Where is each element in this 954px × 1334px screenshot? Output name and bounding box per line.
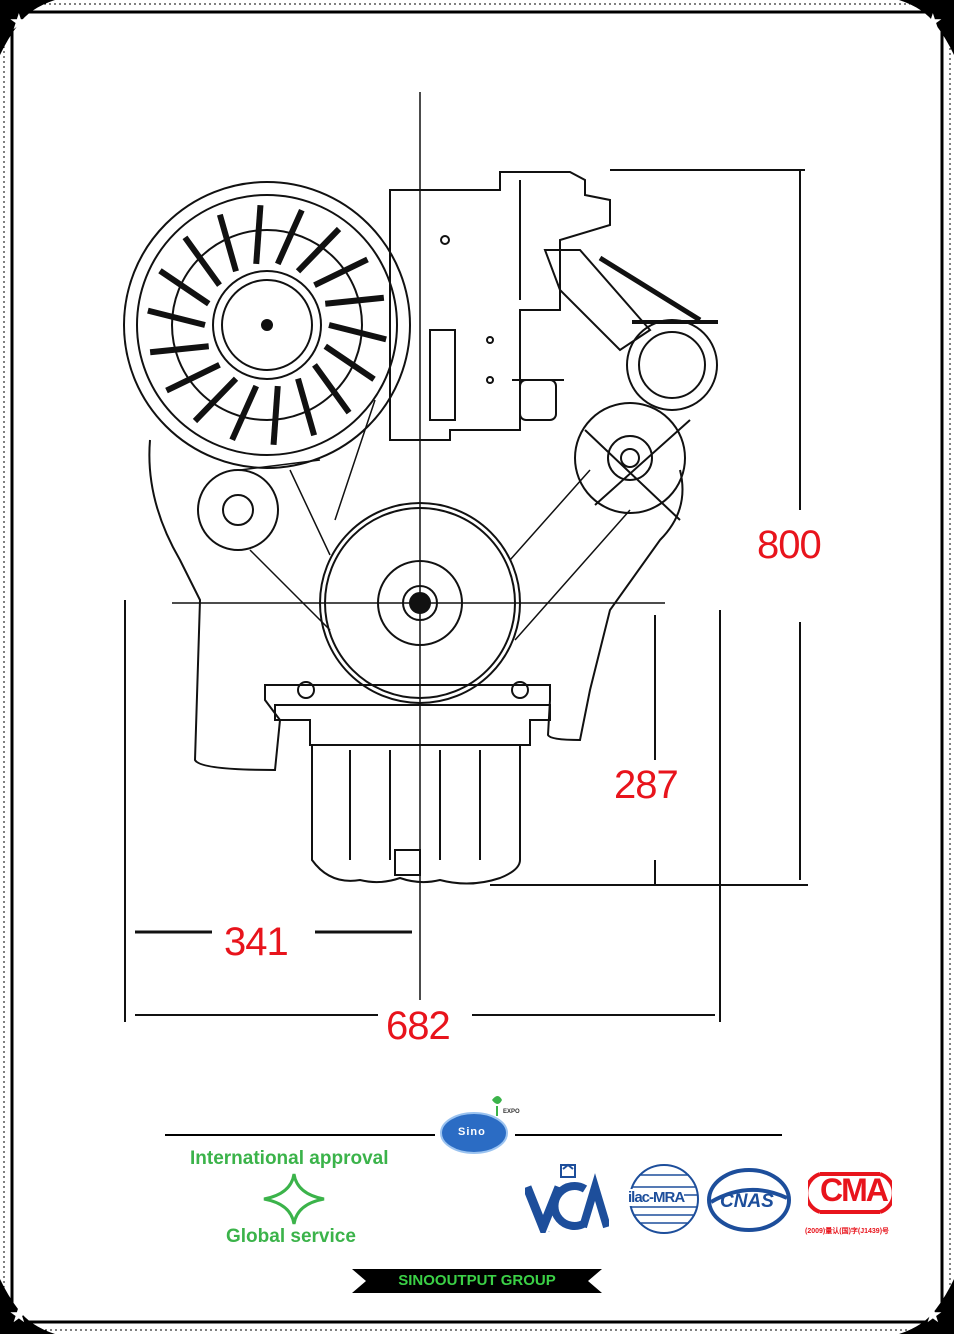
- expo-logo-label: EXPO: [503, 1109, 520, 1115]
- svg-text:★: ★: [9, 10, 29, 35]
- fan-blade: [312, 363, 352, 415]
- dimension-sump-height-label: 287: [614, 763, 679, 807]
- svg-text:★: ★: [923, 10, 943, 35]
- fan-blade: [149, 343, 210, 356]
- ilac-mra-logo-label: ilac-MRA: [628, 1189, 685, 1206]
- fan-blade: [295, 377, 318, 437]
- tagline-global-service: Global service: [226, 1226, 356, 1247]
- fan-blade: [147, 307, 206, 328]
- fan-blade: [313, 256, 369, 288]
- cooling-fan: [123, 181, 411, 469]
- group-name: SINOOUTPUT GROUP: [398, 1272, 556, 1289]
- crankshaft-pulley: [319, 502, 521, 704]
- tagline-international-approval: International approval: [190, 1148, 389, 1169]
- cma-logo: [808, 1172, 892, 1214]
- fan-blade: [192, 376, 239, 424]
- corner-star-icon: ★: [0, 1279, 55, 1334]
- fan-blade: [253, 204, 264, 265]
- fan-blade: [216, 213, 239, 273]
- fan-blade: [275, 208, 305, 266]
- corner-star-icon: ★: [899, 1279, 954, 1334]
- sparkle-icon: [263, 1173, 325, 1225]
- vca-logo-label: VCA: [548, 1232, 551, 1233]
- dimension-half-width-label: 341: [224, 920, 289, 964]
- cma-caption: (2009)量认(国)字(J1439)号: [805, 1228, 890, 1235]
- svg-text:★: ★: [923, 1303, 943, 1328]
- fan-blade: [323, 343, 376, 382]
- svg-text:★: ★: [9, 1303, 29, 1328]
- cnas-logo-label: CNAS: [720, 1191, 774, 1212]
- cnas-logo: [707, 1168, 791, 1232]
- fan-blade: [324, 294, 385, 307]
- vca-logo: [525, 1163, 609, 1233]
- corner-star-icon: ★: [0, 0, 55, 55]
- dimension-height-label: 800: [757, 523, 822, 567]
- corner-star-icon: ★: [899, 0, 954, 55]
- sino-logo-label: Sino: [458, 1126, 486, 1138]
- fan-blade: [295, 226, 342, 274]
- fan-blade: [229, 384, 259, 442]
- fan-blade: [328, 322, 387, 343]
- group-banner: SINOOUTPUT GROUP: [352, 1269, 602, 1293]
- sino-logo: [441, 1113, 507, 1153]
- cma-logo-label: CMA: [820, 1172, 889, 1208]
- fan-blade: [270, 385, 281, 446]
- fan-blade: [165, 362, 221, 394]
- dimension-total-width-label: 682: [386, 1004, 451, 1048]
- fan-blade: [182, 235, 222, 287]
- footer-divider: [165, 1096, 782, 1154]
- alternator: [574, 402, 691, 521]
- fan-blade: [158, 268, 211, 307]
